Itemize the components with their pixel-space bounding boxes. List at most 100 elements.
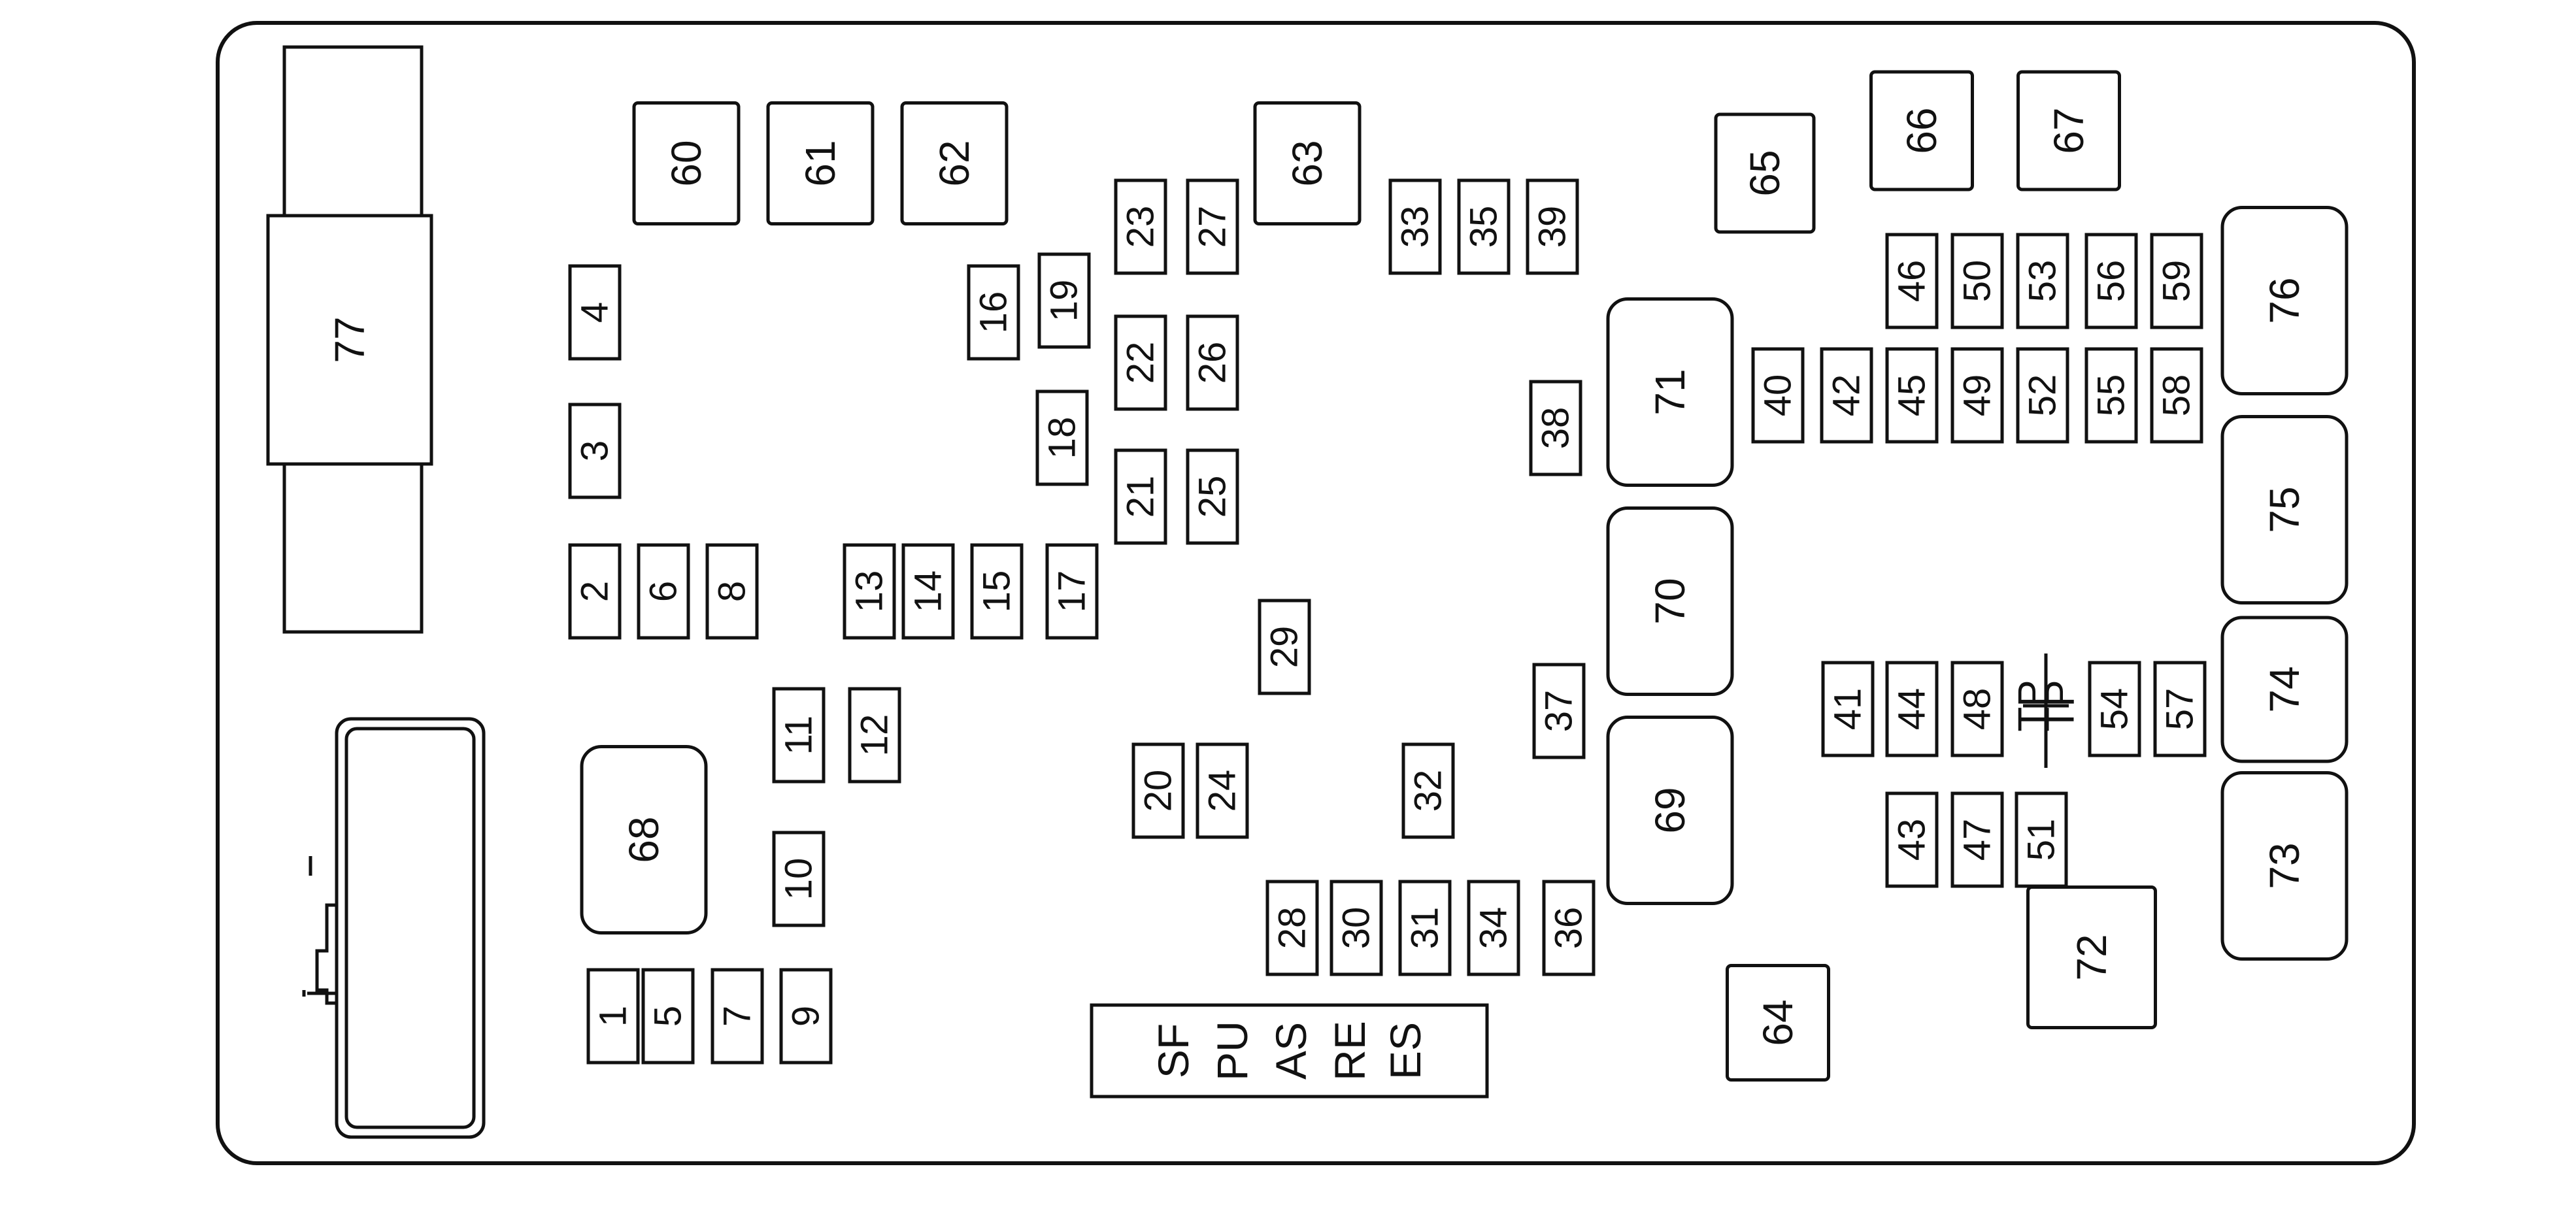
mini-fuse-2-outline [568, 543, 622, 640]
mini-fuse-47-label: 47 [1956, 819, 1999, 861]
mini-fuse-29-outline [1258, 599, 1311, 695]
mini-fuse-47: 47 [1950, 791, 2004, 888]
mini-fuse-14-outline [901, 543, 955, 640]
mini-fuse-28-outline [1265, 880, 1319, 976]
mini-fuse-24: 24 [1196, 742, 1249, 839]
mini-fuse-17-outline [1045, 543, 1099, 640]
micro-relay-72-label: 72 [2068, 934, 2115, 980]
micro-relay-60-outline [632, 101, 741, 225]
mini-fuse-39-label: 39 [1531, 206, 1574, 248]
mini-relay-69-label: 69 [1647, 787, 1694, 833]
mini-fuse-16-label: 16 [973, 291, 1015, 334]
mini-fuse-45-label: 45 [1891, 374, 1933, 417]
micro-relay-62-label: 62 [931, 140, 978, 186]
micro-relay-64: 64 [1726, 964, 1830, 1082]
mini-fuse-8-label: 8 [711, 581, 754, 602]
mini-relay-69-outline [1606, 716, 1734, 905]
mini-fuse-41: 41 [1821, 661, 1875, 757]
mini-fuse-44-outline [1885, 661, 1939, 757]
mini-fuse-15-label: 15 [976, 571, 1018, 613]
mini-fuse-7-label: 7 [716, 1006, 759, 1027]
mini-fuse-50-label: 50 [1956, 260, 1999, 303]
mini-fuse-44-label: 44 [1891, 688, 1933, 731]
mini-fuse-23-outline [1114, 178, 1167, 275]
side-connector [302, 717, 486, 1139]
mini-fuse-52-outline [2016, 347, 2069, 444]
mini-relay-75: 75 [2220, 415, 2349, 604]
mini-relay-68-label: 68 [620, 816, 667, 863]
mini-fuse-55: 55 [2084, 347, 2138, 444]
micro-relay-63-label: 63 [1284, 140, 1331, 186]
mini-fuse-53-label: 53 [2022, 260, 2064, 303]
mini-fuse-19-outline [1037, 252, 1091, 349]
mini-fuse-14: 14 [901, 543, 955, 640]
spare-label-line-5: ES [1381, 1022, 1430, 1080]
mini-fuse-23-label: 23 [1120, 206, 1162, 248]
micro-relay-66: 66 [1869, 70, 1974, 191]
mini-fuse-42-label: 42 [1826, 374, 1868, 417]
mini-fuse-56-label: 56 [2090, 260, 2133, 303]
mini-fuse-13: 13 [843, 543, 896, 640]
micro-relay-61: 61 [766, 101, 875, 225]
mini-fuse-48: 48 [1950, 661, 2004, 757]
mini-fuse-31-label: 31 [1404, 907, 1447, 950]
mini-fuse-30: 30 [1330, 880, 1383, 976]
mini-fuse-17: 17 [1045, 543, 1099, 640]
mini-fuse-41-label: 41 [1827, 688, 1869, 731]
mini-relay-70-outline [1606, 506, 1734, 696]
mini-fuse-47-outline [1950, 791, 2004, 888]
mini-fuse-20-outline [1131, 742, 1185, 839]
mini-fuse-52-label: 52 [2022, 374, 2064, 417]
mini-fuse-9: 9 [779, 968, 833, 1065]
mini-fuse-4-label: 4 [574, 302, 616, 323]
mini-fuse-32: 32 [1401, 742, 1455, 839]
micro-relay-65-label: 65 [1741, 150, 1788, 196]
mini-fuse-58-label: 58 [2156, 374, 2198, 417]
mini-fuse-59-label: 59 [2156, 260, 2198, 303]
mini-fuse-51: 51 [2015, 791, 2068, 888]
mini-fuse-13-outline [843, 543, 896, 640]
mini-relay-74-outline [2220, 616, 2349, 763]
mini-fuse-9-outline [779, 968, 833, 1065]
mini-fuse-48-outline [1950, 661, 2004, 757]
mini-fuse-36-label: 36 [1548, 907, 1590, 950]
test-points: TP TP [2011, 653, 2083, 768]
mini-fuse-11: 11 [772, 687, 826, 784]
mini-relay-68-outline [580, 745, 708, 935]
mini-fuse-53-outline [2016, 233, 2069, 329]
mini-fuse-3-label: 3 [574, 440, 616, 461]
micro-relay-63: 63 [1253, 101, 1362, 225]
mini-fuse-9-label: 9 [785, 1006, 828, 1027]
mini-fuse-21: 21 [1114, 448, 1167, 545]
mini-fuse-30-outline [1330, 880, 1383, 976]
mini-fuse-39-outline [1526, 178, 1579, 275]
test-point-label-1: TP [2011, 680, 2056, 731]
mini-fuse-52: 52 [2016, 347, 2069, 444]
mini-fuse-26-label: 26 [1192, 342, 1234, 384]
mini-fuse-6-label: 6 [643, 581, 685, 602]
mini-fuse-26: 26 [1186, 314, 1239, 411]
mini-fuse-14-label: 14 [907, 571, 950, 613]
mini-fuse-21-label: 21 [1120, 476, 1162, 518]
mini-fuse-27-label: 27 [1192, 206, 1234, 248]
mini-fuse-12-outline [848, 687, 901, 784]
mini-relay-71-outline [1606, 297, 1734, 487]
micro-relay-61-outline [766, 101, 875, 225]
mini-fuse-6: 6 [637, 543, 690, 640]
mini-fuse-17-label: 17 [1051, 571, 1094, 613]
mini-fuse-53: 53 [2016, 233, 2069, 329]
mini-fuse-23: 23 [1114, 178, 1167, 275]
mini-fuse-38-label: 38 [1535, 407, 1577, 450]
mini-fuse-26-outline [1186, 314, 1239, 411]
mini-fuse-11-outline [772, 687, 826, 784]
micro-relay-67-label: 67 [2045, 107, 2092, 154]
mini-fuse-1: 1 [586, 968, 640, 1065]
mini-relay-71: 71 [1606, 297, 1734, 487]
mini-fuse-2-label: 2 [574, 581, 616, 602]
mini-fuse-19: 19 [1037, 252, 1091, 349]
mini-fuse-27-outline [1186, 178, 1239, 275]
spare-label-line-2: PU [1208, 1021, 1256, 1081]
mini-fuse-54-outline [2088, 661, 2141, 757]
mini-fuse-12-label: 12 [854, 714, 896, 757]
micro-relay-63-outline [1253, 101, 1362, 225]
